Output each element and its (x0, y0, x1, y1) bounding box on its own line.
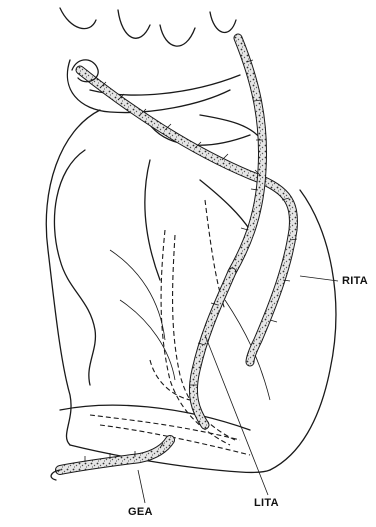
gea-label: GEA (128, 506, 153, 518)
rita-label: RITA (342, 275, 368, 287)
lita-label: LITA (254, 497, 279, 509)
gea-graft (51, 440, 170, 503)
coronary-arteries (90, 200, 250, 455)
lita-graft (193, 272, 268, 495)
